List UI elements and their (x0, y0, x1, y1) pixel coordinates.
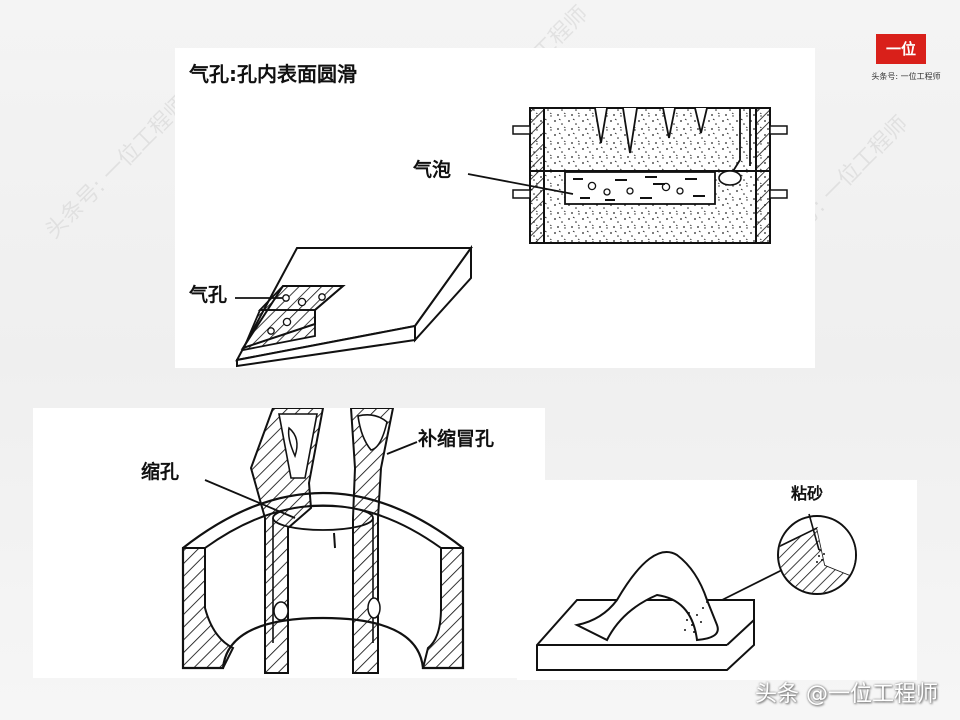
gas-pore-drawing (235, 107, 788, 368)
shrinkage-diagram-panel: 缩孔 补缩冒孔 (33, 408, 545, 678)
gas-pore-diagram-panel: 气孔:孔内表面圆滑 气泡 气孔 (175, 48, 815, 368)
sand-adhesion-drawing (536, 513, 857, 671)
watermark-text: 头条号: 一位工程师 (40, 91, 194, 244)
riser-label: 补缩冒孔 (418, 428, 495, 450)
bubble-label: 气泡 (413, 159, 452, 181)
mold-box (512, 107, 788, 244)
porous-block (235, 244, 473, 368)
brand-logo: 一位 (876, 34, 926, 64)
brand-subtitle: 头条号: 一位工程师 (871, 72, 941, 81)
diagram-title: 气孔:孔内表面圆滑 (189, 62, 357, 86)
sand-adhesion-diagram-panel: 粘砂 (517, 480, 917, 680)
pore-label: 气孔 (189, 284, 228, 306)
shrinkage-label: 缩孔 (141, 461, 180, 483)
watermark-attribution: 头条 @一位工程师 (755, 682, 938, 707)
sand-adhesion-label: 粘砂 (791, 484, 824, 503)
shrinkage-drawing (181, 408, 465, 674)
